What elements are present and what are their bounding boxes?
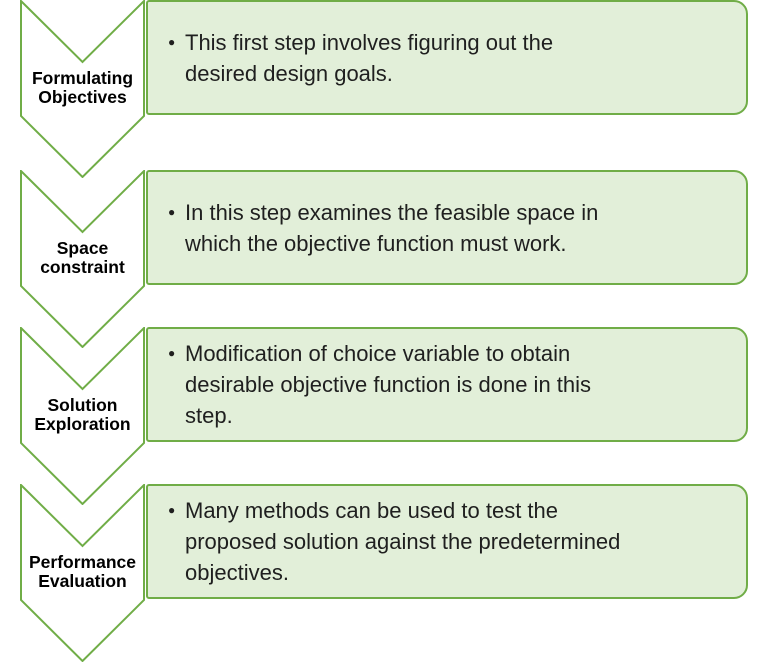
- chevron-down-arrow-icon: [20, 170, 145, 348]
- chevron-down-arrow-icon: [20, 0, 145, 178]
- bullet-icon: ●: [168, 34, 176, 49]
- chevron-down-arrow-icon: [20, 484, 145, 662]
- step-label-line: Objectives: [38, 87, 127, 107]
- bullet-item: ● Many methods can be used to test the p…: [168, 495, 620, 588]
- text-line: desirable objective function is done in …: [185, 372, 592, 397]
- text-line: which the objective function must work.: [185, 230, 567, 256]
- step-description-text: Many methods can be used to test the pro…: [185, 495, 620, 588]
- step-label-line: Solution: [47, 395, 118, 415]
- step-description-text: In this step examines the feasible space…: [185, 197, 598, 259]
- step-description-text: Modification of choice variable to obtai…: [185, 338, 591, 431]
- step-label-line: Space: [56, 238, 109, 258]
- step-label: Space constraint: [14, 230, 151, 286]
- process-step-1: Formulating Objectives ● This first step…: [0, 0, 776, 178]
- step-label-line: constraint: [40, 257, 125, 277]
- step-label: Performance Evaluation: [14, 544, 151, 600]
- text-line: desired design goals.: [185, 60, 393, 86]
- text-line: objectives.: [185, 560, 289, 585]
- text-line: This first step involves figuring out th…: [185, 29, 554, 55]
- chevron-down-arrow-icon: [20, 327, 145, 505]
- step-label-line: Performance: [29, 552, 136, 572]
- text-line: Modification of choice variable to obtai…: [185, 341, 571, 366]
- bullet-item: ● In this step examines the feasible spa…: [168, 197, 598, 259]
- step-label: Formulating Objectives: [14, 60, 151, 116]
- bullet-item: ● This first step involves figuring out …: [168, 27, 553, 89]
- text-line: In this step examines the feasible space…: [185, 199, 599, 225]
- process-step-3: Solution Exploration ● Modification of c…: [0, 327, 776, 505]
- step-label-line: Exploration: [34, 414, 131, 434]
- step-description-box: ● Many methods can be used to test the p…: [146, 484, 748, 599]
- step-description-text: This first step involves figuring out th…: [185, 27, 553, 89]
- step-description-box: ● Modification of choice variable to obt…: [146, 327, 748, 442]
- step-label: Solution Exploration: [14, 387, 151, 443]
- bullet-icon: ●: [168, 204, 176, 219]
- bullet-item: ● Modification of choice variable to obt…: [168, 338, 591, 431]
- step-description-box: ● In this step examines the feasible spa…: [146, 170, 748, 285]
- step-label-line: Evaluation: [38, 571, 127, 591]
- process-step-2: Space constraint ● In this step examines…: [0, 170, 776, 348]
- text-line: Many methods can be used to test the: [185, 498, 559, 523]
- text-line: proposed solution against the predetermi…: [185, 529, 621, 554]
- text-line: step.: [185, 403, 233, 428]
- step-description-box: ● This first step involves figuring out …: [146, 0, 748, 115]
- process-step-4: Performance Evaluation ● Many methods ca…: [0, 484, 776, 662]
- bullet-icon: ●: [168, 503, 176, 517]
- step-label-line: Formulating: [31, 68, 134, 88]
- bullet-icon: ●: [168, 346, 176, 360]
